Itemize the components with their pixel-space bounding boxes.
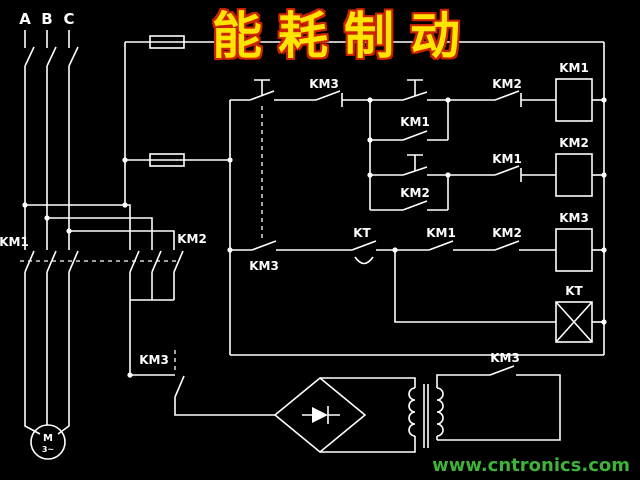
km2-coil bbox=[555, 153, 593, 197]
km3-contact-label: KM3 bbox=[249, 259, 279, 273]
km3-nc-contact bbox=[315, 90, 403, 107]
rung3: KM1 KM2 bbox=[370, 136, 604, 197]
kt-coil-cross bbox=[555, 301, 593, 343]
km1-interlock-label: KM1 bbox=[492, 152, 522, 166]
rung5-km1-label: KM1 bbox=[426, 226, 456, 240]
start-button-2 bbox=[370, 166, 495, 176]
phase-a-label: A bbox=[19, 10, 31, 28]
fuse-top bbox=[149, 35, 185, 49]
km1-contact-c bbox=[57, 250, 79, 435]
kt-delay-symbol bbox=[354, 256, 374, 265]
stop-button bbox=[230, 90, 316, 101]
km1-contact-a bbox=[24, 250, 41, 435]
km1-main-label: KM1 bbox=[0, 235, 29, 249]
kt-contact bbox=[351, 240, 429, 251]
km1-selfhold-contact bbox=[370, 100, 449, 141]
transformer-left-winding bbox=[408, 387, 416, 437]
km3-button-contact bbox=[230, 240, 352, 251]
rung5: KM3 KT KM1 KM2 KM3 bbox=[230, 211, 604, 273]
motor-symbol: M bbox=[43, 433, 53, 444]
phase-a-line bbox=[24, 30, 35, 250]
transformer-core bbox=[423, 384, 429, 448]
km2-interlock-contact bbox=[494, 90, 556, 107]
start-button-2-actuator bbox=[407, 154, 423, 171]
rung5-km2-contact bbox=[494, 240, 556, 251]
km3-nc-label: KM3 bbox=[309, 77, 339, 91]
rung1: KM3 KM2 KM1 bbox=[230, 61, 604, 242]
km1-main-contacts: KM1 bbox=[0, 235, 180, 435]
braking-section: KM3 KM3 bbox=[139, 350, 561, 454]
control-rails bbox=[229, 42, 605, 356]
km1-interlock-contact bbox=[494, 165, 556, 182]
transformer-right-winding bbox=[436, 387, 444, 437]
watermark: www.cntronics.com bbox=[432, 455, 630, 476]
motor-type: 3~ bbox=[42, 445, 54, 454]
kt-branch-wire bbox=[394, 250, 556, 323]
transformer-to-bridge bbox=[320, 377, 416, 453]
km2-contact-a bbox=[129, 250, 140, 300]
km2-selfhold-label: KM2 bbox=[400, 186, 430, 200]
km2-taps bbox=[25, 204, 175, 250]
km3-coil-label: KM3 bbox=[559, 211, 589, 225]
km2-main-label: KM2 bbox=[177, 232, 207, 246]
motor: M 3~ bbox=[30, 424, 66, 460]
phase-c-label: C bbox=[63, 10, 74, 28]
phase-c-line bbox=[68, 30, 79, 250]
km3-left-label: KM3 bbox=[139, 353, 169, 367]
rung2: KM1 bbox=[369, 100, 449, 210]
km2-interlock-label: KM2 bbox=[492, 77, 522, 91]
rung5-km1-contact bbox=[428, 240, 495, 251]
three-phase-supply: A B C bbox=[19, 10, 79, 250]
fuse-mid bbox=[149, 153, 185, 167]
phase-b-label: B bbox=[41, 10, 52, 28]
km2-contact-c bbox=[173, 250, 184, 300]
motor-circle bbox=[30, 424, 66, 460]
km1-coil bbox=[555, 78, 593, 122]
control-feed bbox=[124, 35, 604, 205]
stop-button-actuator bbox=[254, 79, 270, 95]
km3-right-contact bbox=[436, 365, 561, 441]
km2-contact-b bbox=[151, 250, 162, 300]
km1-selfhold-label: KM1 bbox=[400, 115, 430, 129]
km1-coil-label: KM1 bbox=[559, 61, 589, 75]
page-title: 能耗制动 bbox=[212, 7, 476, 65]
junction-dots bbox=[22, 97, 607, 378]
start-button-1-actuator bbox=[407, 79, 423, 96]
kt-coil-label: KT bbox=[565, 284, 583, 298]
km2-coil-label: KM2 bbox=[559, 136, 589, 150]
km2-selfhold-contact bbox=[370, 175, 449, 211]
diode-icon bbox=[312, 407, 328, 423]
km3-right-label: KM3 bbox=[490, 351, 520, 365]
kt-branch: KT bbox=[394, 250, 604, 343]
km3-coil bbox=[555, 228, 593, 272]
km3-left-contact bbox=[174, 375, 275, 416]
km1-contact-b bbox=[46, 250, 57, 425]
rung4: KM2 bbox=[370, 175, 449, 211]
km2-branch: KM2 bbox=[25, 204, 207, 376]
kt-contact-label: KT bbox=[353, 226, 371, 240]
rung5-km2-label: KM2 bbox=[492, 226, 522, 240]
